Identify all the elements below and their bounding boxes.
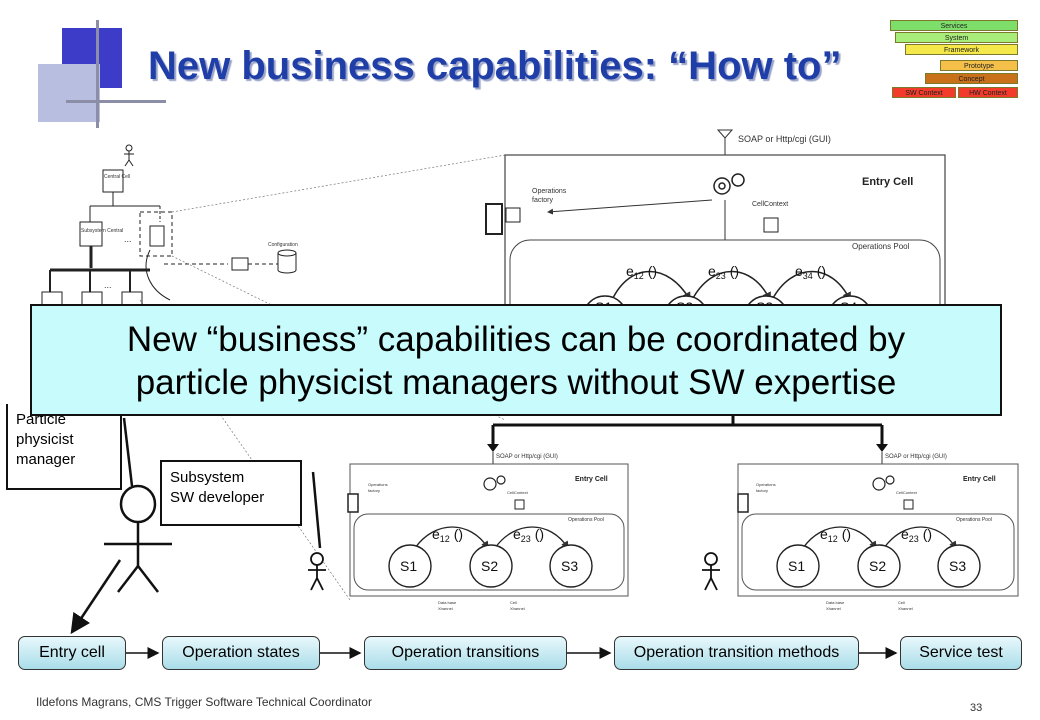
hierarchy-dots-2: ... — [104, 280, 112, 290]
hierarchy-dots: ... — [124, 234, 132, 244]
developer-role-label: Subsystem SW developer — [160, 460, 302, 526]
main-gear-icon — [713, 173, 745, 195]
arrow-left-cell — [487, 444, 499, 452]
layer-concept: Concept — [925, 73, 1018, 84]
main-transition-e34: e34 () — [795, 263, 826, 281]
layer-framework: Framework — [905, 44, 1018, 55]
developer-line-2: SW developer — [170, 489, 265, 506]
sub1-context-label: CellContext — [507, 490, 529, 495]
layer-services: Services — [890, 20, 1018, 31]
page-number: 33 — [970, 702, 983, 714]
sub1-factory-label-2: factory — [368, 488, 380, 493]
layer-hw-context: HW Context — [958, 87, 1018, 98]
callout-box: New “business” capabilities can be coord… — [30, 304, 1002, 416]
sub1-pool-label: Operations Pool — [568, 517, 604, 523]
sub1-state-s2: S2 — [481, 558, 498, 574]
sub2-factory-label-1: Operations — [756, 482, 776, 487]
main-transition-e12: e12 () — [626, 263, 657, 281]
main-context-label: CellContext — [752, 201, 788, 208]
sub1-bottom-left-1: Data base — [438, 600, 457, 605]
developer-figure-icon — [308, 552, 326, 591]
callout-line-2: particle physicist managers without SW e… — [135, 363, 897, 402]
developer-line-1: Subsystem — [170, 469, 245, 486]
sub2-state-s1: S1 — [788, 558, 805, 574]
sub2-bottom-left-2: Xhannel — [826, 606, 841, 611]
sub1-bottom-left-2: Xhannel — [438, 606, 453, 611]
main-factory-label-1: Operations — [532, 188, 567, 195]
sub-cell-1: SOAP or Http/cgi (GUI) Entry Cell Operat… — [347, 452, 629, 611]
sub1-factory-label-1: Operations — [368, 482, 388, 487]
sub1-bottom-right-1: Cell — [510, 600, 517, 605]
cell-hierarchy — [41, 144, 297, 307]
slide-title: New business capabilities: “How to” — [148, 44, 842, 88]
sub2-state-s3: S3 — [949, 558, 966, 574]
main-puzzle-icon — [485, 203, 779, 235]
layer-prototype: Prototype — [940, 60, 1018, 71]
sub1-transition-e12: e12 () — [432, 526, 463, 544]
sub2-transition-e23: e23 () — [901, 526, 932, 544]
sub1-bottom-right-2: Xhannel — [510, 606, 525, 611]
layer-system: System — [895, 32, 1018, 43]
sub2-transition-e12: e12 () — [820, 526, 851, 544]
flow-step-operation-transitions: Operation transitions — [364, 636, 567, 670]
main-soap-label: SOAP or Http/cgi (GUI) — [738, 134, 831, 144]
sub1-cell-title: Entry Cell — [575, 476, 608, 483]
manager-pointer-line — [122, 417, 134, 487]
layer-sw-context: SW Context — [892, 87, 956, 98]
sub1-transition-e23: e23 () — [513, 526, 544, 544]
sub2-bottom-right-2: Xhannel — [898, 606, 913, 611]
flow-step-operation-states: Operation states — [162, 636, 320, 670]
flow-step-operation-transition-methods: Operation transition methods — [614, 636, 859, 670]
flow-step-service-test: Service test — [900, 636, 1022, 670]
main-cell-title: Entry Cell — [862, 176, 913, 188]
sub2-state-s2: S2 — [869, 558, 886, 574]
manager-line-3: manager — [16, 451, 76, 468]
arrow-right-cell — [876, 444, 888, 452]
sub2-context-label: CellContext — [896, 490, 918, 495]
footer-text: Ildefons Magrans, CMS Trigger Software T… — [36, 695, 372, 709]
main-pool-label: Operations Pool — [852, 242, 910, 251]
cell-connectors — [491, 416, 884, 448]
main-transition-e23: e23 () — [708, 263, 739, 281]
sub2-bottom-right-1: Cell — [898, 600, 905, 605]
developer-figure-2-icon — [702, 552, 720, 591]
flow-step-entry-cell: Entry cell — [18, 636, 126, 670]
manager-to-flow-arrow — [70, 559, 122, 635]
sub1-soap-label: SOAP or Http/cgi (GUI) — [496, 454, 558, 460]
developer-pointer-line — [311, 471, 322, 549]
sub2-factory-label-2: factory — [756, 488, 768, 493]
sub-cell-2: SOAP or Http/cgi (GUI) Entry Cell Operat… — [737, 452, 1019, 611]
sub2-cell-title: Entry Cell — [963, 476, 996, 483]
sub2-bottom-left-1: Data base — [826, 600, 845, 605]
subsystem-central-label: Subsystem Central — [81, 228, 123, 234]
manager-line-2: physicist — [16, 431, 74, 448]
central-cell-label: Central Cell — [104, 174, 130, 180]
sub1-state-s3: S3 — [561, 558, 578, 574]
sub1-state-s1: S1 — [400, 558, 417, 574]
manager-role-label: Particle physicist manager — [6, 404, 122, 490]
config-db-label: Configuration — [268, 242, 298, 248]
sub2-pool-label: Operations Pool — [956, 517, 992, 523]
sub2-soap-label: SOAP or Http/cgi (GUI) — [885, 454, 947, 460]
callout-line-1: New “business” capabilities can be coord… — [126, 320, 906, 359]
main-factory-label-2: factory — [532, 197, 554, 204]
manager-figure-icon — [104, 484, 172, 593]
